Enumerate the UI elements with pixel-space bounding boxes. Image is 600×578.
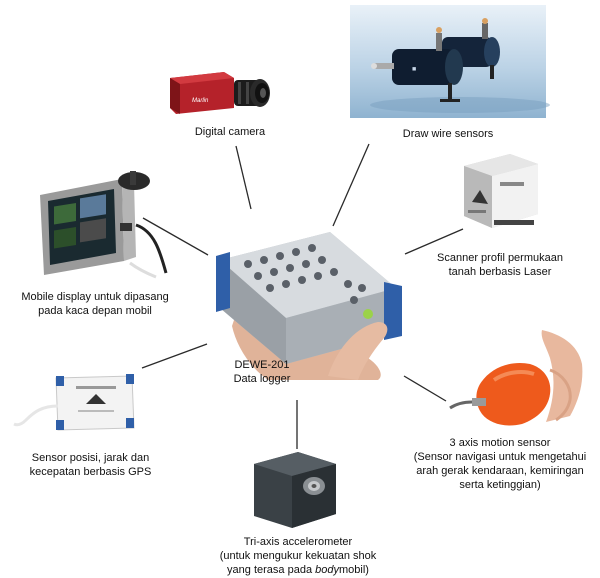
laser-scanner-label-line2: tanah berbasis Laser xyxy=(448,266,552,278)
gps-sensor-label-line1: Sensor posisi, jarak dan xyxy=(31,452,150,464)
digital-camera-label: Digital camera xyxy=(194,126,266,138)
motion-sensor-label-line3: arah gerak kendaraan, kemiringan xyxy=(416,465,584,477)
gps-sensor-picture xyxy=(13,374,135,431)
laser-scanner-label: Scanner profil permukaan tanah berbasis … xyxy=(425,251,575,279)
connector-gps xyxy=(141,343,208,369)
svg-text:■: ■ xyxy=(412,66,416,73)
connector-motion xyxy=(403,375,447,402)
mobile-display-label: Mobile display untuk dipasang pada kaca … xyxy=(0,290,190,318)
gps-sensor-label: Sensor posisi, jarak dan kecepatan berba… xyxy=(8,451,173,479)
accelerometer-label-line3-em: body xyxy=(315,564,339,576)
accelerometer-picture xyxy=(254,452,336,528)
accelerometer-label-line2: (untuk mengukur kekuatan shok xyxy=(219,550,377,562)
connector-display xyxy=(142,217,209,256)
data-logger-label: DEWE-201 Data logger xyxy=(222,358,302,386)
gps-sensor-label-line2: kecepatan berbasis GPS xyxy=(29,466,152,478)
connector-draw-wire xyxy=(332,143,370,227)
camera-logo: Marlin xyxy=(192,98,209,104)
motion-sensor-label-line1: 3 axis motion sensor xyxy=(449,437,551,449)
accelerometer-label-line1: Tri-axis accelerometer xyxy=(243,536,353,548)
mobile-display-picture xyxy=(40,171,168,279)
accelerometer-label-line3: yang terasa pada bodymobil) xyxy=(198,563,398,577)
motion-sensor-label-line4: serta ketinggian) xyxy=(459,479,541,491)
motion-sensor-picture xyxy=(449,330,583,426)
draw-wire-sensors-label: Draw wire sensors xyxy=(402,128,494,140)
accelerometer-label-line3-pre: yang terasa pada xyxy=(227,564,316,576)
data-logger-picture xyxy=(216,232,402,380)
laser-scanner-label-line1: Scanner profil permukaan xyxy=(437,252,563,264)
mobile-display-label-line1: Mobile display untuk dipasang xyxy=(21,291,169,303)
draw-wire-sensors-picture: ■ xyxy=(350,5,550,118)
accelerometer-label-line3-post: mobil) xyxy=(338,564,369,576)
mobile-display-label-line2: pada kaca depan mobil xyxy=(38,305,152,317)
digital-camera-picture: Marlin xyxy=(170,72,270,114)
connector-scanner xyxy=(404,228,464,255)
motion-sensor-label-line2: (Sensor navigasi untuk mengetahui xyxy=(413,451,587,463)
data-logger-label-line2: Data logger xyxy=(233,373,291,385)
laser-scanner-picture xyxy=(464,154,538,228)
motion-sensor-label: 3 axis motion sensor (Sensor navigasi un… xyxy=(400,436,600,492)
data-logger-label-line1: DEWE-201 xyxy=(234,359,290,371)
accelerometer-label: Tri-axis accelerometer (untuk mengukur k… xyxy=(198,535,398,577)
connector-camera xyxy=(235,145,252,210)
